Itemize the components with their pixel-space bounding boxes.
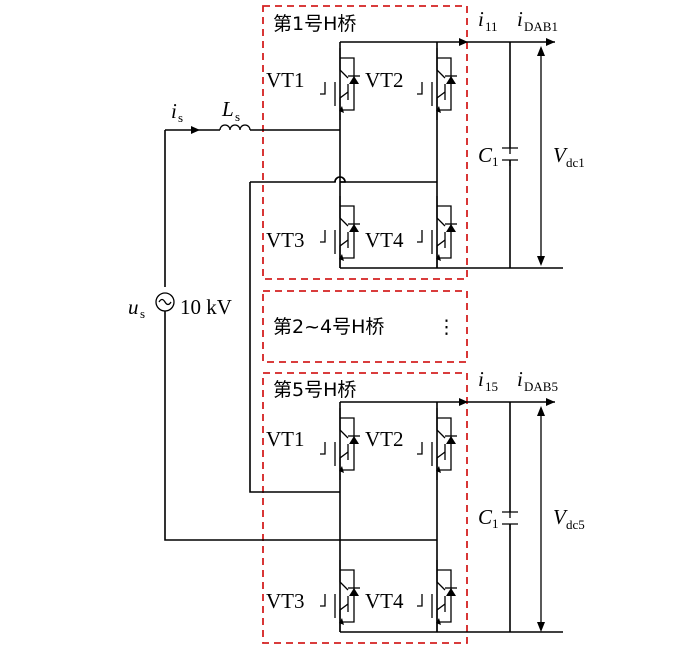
bridge1-box	[262, 5, 468, 280]
bridge1-vt2-label: VT2	[365, 68, 404, 92]
output5-wiring	[459, 398, 555, 632]
bridge5-title: 第5号H桥	[273, 379, 356, 401]
output5-cap-symbol: C	[478, 505, 493, 529]
output1-dab-sub: DAB1	[524, 19, 558, 34]
source-voltage-sub: s	[140, 306, 145, 321]
output5-voltage-sub: dc5	[566, 517, 585, 532]
output5-current-symbol: i	[478, 367, 484, 391]
output5-current-sub: 15	[485, 379, 498, 394]
output1-voltage-sub: dc1	[566, 155, 585, 170]
output1-wiring	[459, 38, 555, 268]
source-current-sub: s	[178, 110, 183, 125]
output1-current-sub: 11	[485, 19, 498, 34]
bridge5-vt2-label: VT2	[365, 427, 404, 451]
inductor-symbol: L	[221, 97, 234, 121]
bridge5-box	[262, 372, 468, 644]
bridge1-title: 第1号H桥	[273, 13, 356, 35]
output5-cap-sub: 1	[492, 516, 499, 531]
output1-dab-symbol: i	[517, 7, 523, 31]
bridge5-vt4-label: VT4	[365, 589, 404, 613]
inductor-sub: s	[235, 109, 240, 124]
output1-current-symbol: i	[478, 7, 484, 31]
output5-dab-sub: DAB5	[524, 379, 558, 394]
output1-cap-symbol: C	[478, 143, 493, 167]
bridge-middle-ellipsis: ⋮	[437, 316, 456, 338]
bridge1-vt4-label: VT4	[365, 228, 404, 252]
bridge5-vt3-label: VT3	[266, 589, 305, 613]
source-wiring	[155, 124, 346, 541]
output1-voltage-symbol: V	[553, 143, 568, 167]
output5-voltage-symbol: V	[553, 505, 568, 529]
source-voltage-symbol: u	[128, 295, 139, 319]
output1-cap-sub: 1	[492, 154, 499, 169]
bridge5-vt1-label: VT1	[266, 427, 305, 451]
bridge1-vt3-label: VT3	[266, 228, 305, 252]
bridge1-vt1-label: VT1	[266, 68, 305, 92]
bridge-middle-title: 第2~4号H桥	[273, 316, 384, 338]
bridge-middle-box	[262, 290, 468, 363]
source-rating: 10 kV	[180, 295, 232, 319]
source-current-symbol: i	[171, 99, 177, 123]
output5-dab-symbol: i	[517, 367, 523, 391]
